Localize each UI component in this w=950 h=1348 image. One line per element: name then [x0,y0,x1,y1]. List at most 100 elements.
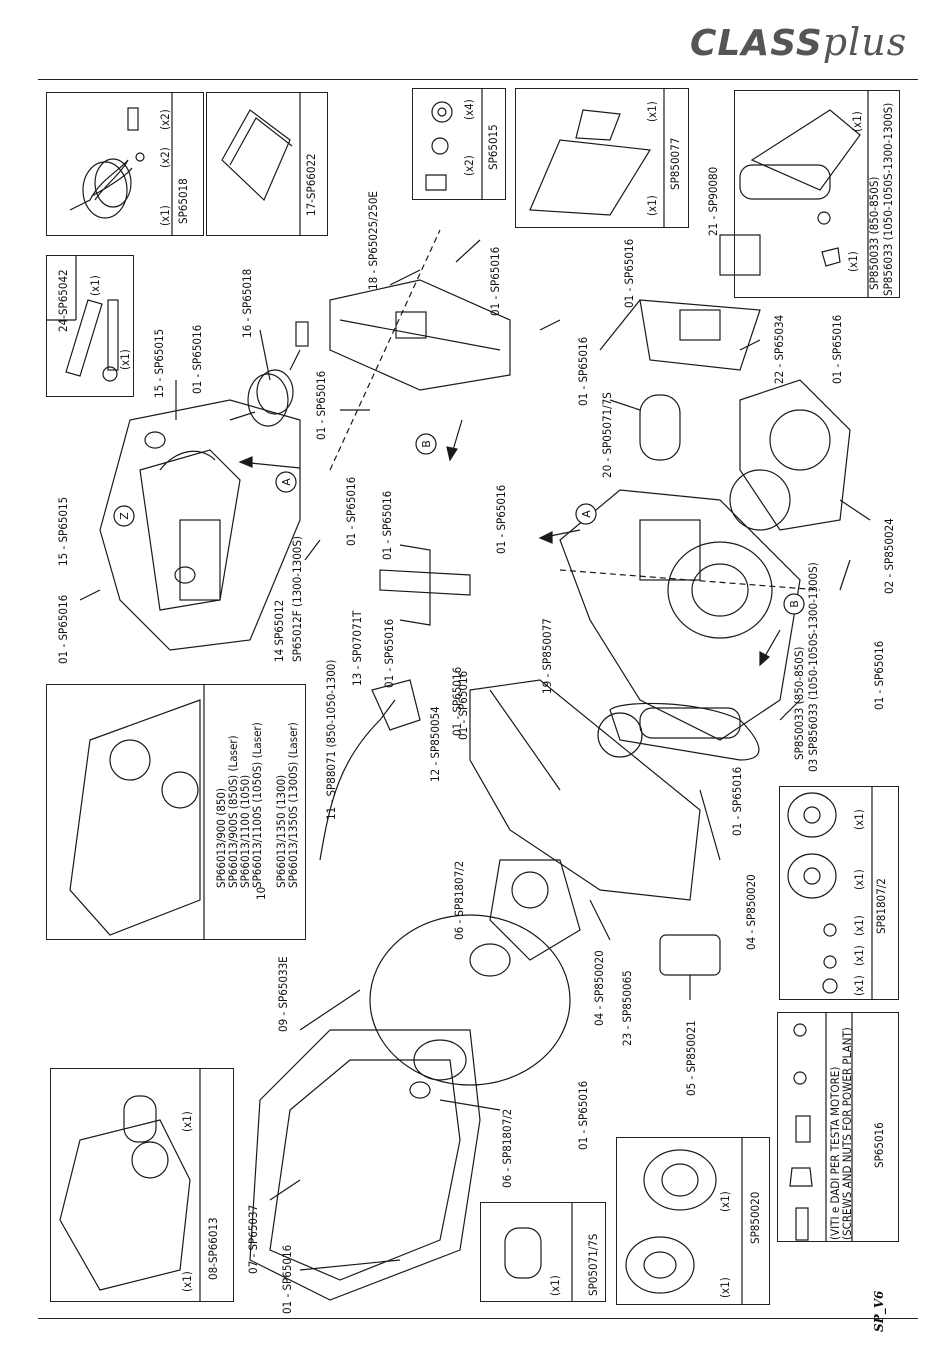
callout-09: 09 - SP65033E [276,956,290,1032]
box-sp81807-qty-3: (x1) [852,915,866,936]
callout-01e: 01 - SP65016 [380,490,394,560]
box-sp05071-qty: (x1) [548,1275,562,1296]
callout-01: 01 - SP65016 [56,594,70,664]
box-sp81807-qty-4: (x1) [852,945,866,966]
callout-18: 18 - SP65025/250E [366,191,380,290]
box-sp850077 [515,88,689,228]
top-rule [38,79,918,80]
callout-02: 02 - SP850024 [882,518,896,594]
box-sp850077-qty-2: (x1) [645,195,659,216]
callout-23: 23 - SP850065 [620,970,634,1046]
callout-04a: 04 - SP850020 [744,874,758,950]
box-sp66013-title: 08-SP66013 [206,1217,220,1280]
box-sp05071-title: SP05071/7S [586,1233,600,1296]
callout-07: 07 - SP65037 [246,1204,260,1274]
box-sp850077-qty-1: (x1) [645,101,659,122]
callout-01h: 01 - SP65016 [576,336,590,406]
box-sp850020-qty-1: (x1) [718,1191,732,1212]
box-sp81807-qty-2: (x1) [852,869,866,890]
box-sp65018 [46,92,204,236]
marker-z [113,505,135,527]
box-sp65015-qty-pin: (x2) [462,155,476,176]
box-sp65016-title: SP65016 [872,1122,886,1168]
box-sp65015-qty-bearing: (x4) [462,99,476,120]
callout-01g: 01 - SP65016 [494,484,508,554]
callout-01l: 01 - SP65016 [830,314,844,384]
callout-01k: 01 - SP65016 [622,238,636,308]
model-line-4: SP66013/1100S (1050S) (Laser) [250,722,264,888]
bottom-rule [38,1318,918,1319]
marker-z-label: Z [118,512,131,520]
box-sp65018-qty-screw: (x2) [158,109,172,130]
box-sp66013 [50,1068,234,1302]
box-sp65042-qty-1: (x1) [88,275,102,296]
callout-16: 16 - SP65018 [240,268,254,338]
box-sp65015 [412,88,506,200]
box-models [46,684,306,940]
marker-a-right-label: A [580,510,593,518]
models-prefix: 10 [254,886,268,900]
callout-22: 22 - SP65034 [772,314,786,384]
callout-14f: SP65012F (1300-1300S) [290,536,304,662]
callout-11: 11 - SP88071 (850-1050-1300) [324,659,338,820]
callout-01m: 01 - SP65016 [450,666,464,736]
footer-code: SP_V6 [872,1290,886,1332]
box-sp850033-title: SP850033 (850-850S) [867,176,881,290]
callout-04b: 04 - SP850020 [592,950,606,1026]
box-sp850020-qty-2: (x1) [718,1277,732,1298]
box-sp850077-title: SP850077 [668,137,682,190]
box-sp81807-qty-1: (x1) [852,809,866,830]
callout-14: 14 SP65012 [272,599,286,662]
callout-15b: 15 - SP65015 [152,328,166,398]
marker-b-left [415,433,437,455]
box-sp850033-qty-2: (x1) [846,251,860,272]
marker-b-left-label: B [420,440,433,448]
box-sp850033-title2: SP856033 (1050-1050S-1300-1300S) [881,102,895,296]
box-sp65042-title: 24-SP65042 [56,269,70,332]
box-sp66022 [206,92,328,236]
marker-a-left [275,471,297,493]
box-sp65016-line2: (SCREWS AND NUTS FOR POWER PLANT) [840,1027,854,1240]
callout-01p: 01 - SP65016 [576,1080,590,1150]
callout-15a: 15 - SP65015 [56,496,70,566]
marker-a-right [575,503,597,525]
box-sp66013-qty-2: (x1) [180,1271,194,1292]
callout-01n: 01 - SP65016 [872,640,886,710]
brand-logo: CLASSplus [690,14,922,76]
callout-06b: 06 - SP81807/2 [500,1108,514,1188]
callout-01q: 01 - SP65016 [280,1244,294,1314]
box-sp850020 [616,1137,770,1305]
box-sp65042 [46,255,134,397]
callout-21: 21 - SP90080 [706,166,720,236]
box-sp81807-title: SP81807/2 [874,878,888,934]
box-sp65018-title: SP65018 [176,178,190,224]
callout-01i: 01 - SP65016 [382,618,396,688]
box-sp81807-qty-5: (x1) [852,975,866,996]
box-sp66013-qty-1: (x1) [180,1111,194,1132]
callout-06a: 06 - SP81807/2 [452,860,466,940]
marker-b-right [783,593,805,615]
callout-19: 19 - SP850077 [540,618,554,694]
callout-12: 12 - SP850054 [428,706,442,782]
model-line-6: SP66013/1350S (1300S) (Laser) [286,722,300,888]
callout-01d: 01 - SP65016 [344,476,358,546]
callout-05: 05 - SP850021 [684,1020,698,1096]
callout-01b: 01 - SP65016 [190,324,204,394]
callout-01o: 01 - SP65016 [730,766,744,836]
box-sp850020-title: SP850020 [748,1191,762,1244]
box-sp850033-qty-1: (x1) [850,111,864,132]
box-sp66022-title: 17-SP66022 [304,153,318,216]
callout-20: 20 - SP05071/7S [600,392,614,478]
callout-13: 13 - SP07071T [350,610,364,687]
callout-03a: SP850033 (850-850S) [792,646,806,760]
logo-wordmark: CLASSplus [690,20,908,64]
callout-01c: 01 - SP65016 [314,370,328,440]
callout-03: 03 SP856033 (1050-1050S-1300-1300S) [806,562,820,772]
box-sp65018-qty-washer: (x2) [158,147,172,168]
box-sp65042-qty-2: (x1) [118,349,132,370]
box-sp81807 [779,786,899,1000]
box-sp65016 [777,1012,899,1242]
callout-01f: 01 - SP65016 [488,246,502,316]
marker-a-left-label: A [280,478,293,486]
